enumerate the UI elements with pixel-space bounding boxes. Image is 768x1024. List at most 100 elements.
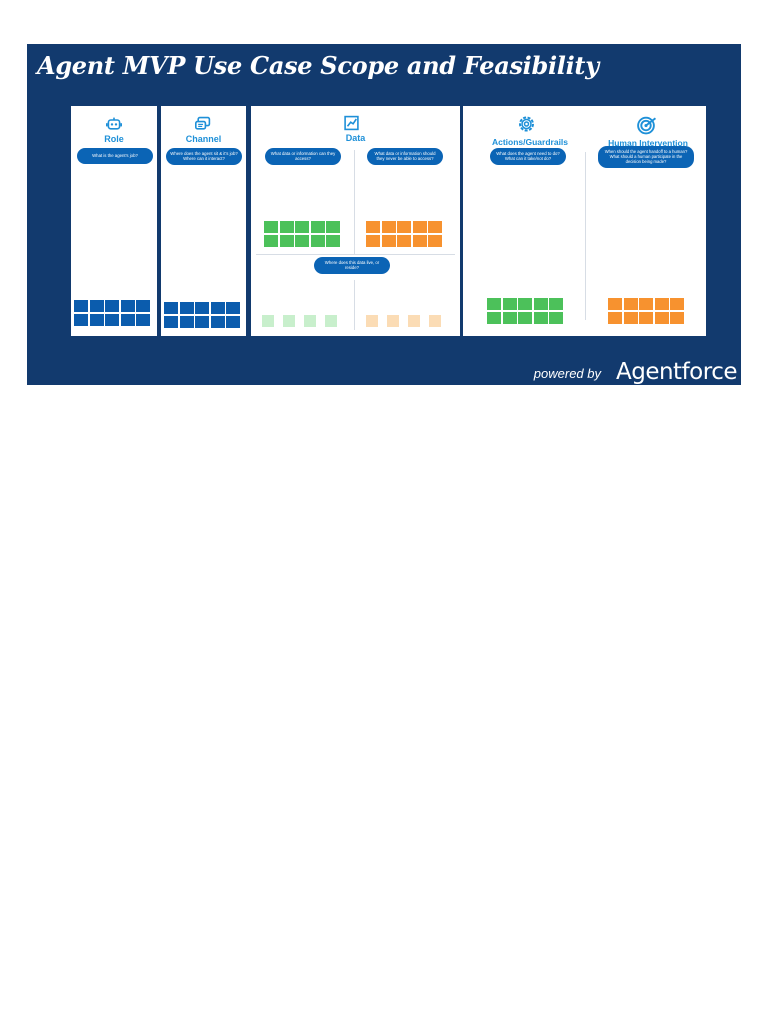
sticky-note[interactable] <box>429 315 441 327</box>
sticky-note[interactable] <box>639 298 653 310</box>
sticky-note[interactable] <box>262 315 274 327</box>
channel-panel: Channel Where does the agent sit & it's … <box>161 106 246 336</box>
sticky-note[interactable] <box>654 311 669 324</box>
human-orange-notes <box>608 298 684 324</box>
sticky-note[interactable] <box>105 300 119 312</box>
data-question-left: What data or information can they access… <box>265 148 341 165</box>
sticky-note[interactable] <box>381 234 396 247</box>
role-heading: Role <box>104 134 124 144</box>
sticky-note[interactable] <box>366 315 378 327</box>
sticky-note[interactable] <box>283 315 295 327</box>
sticky-note[interactable] <box>310 221 325 233</box>
slide: Agent MVP Use Case Scope and Feasibility… <box>27 44 741 385</box>
sticky-note[interactable] <box>397 221 411 233</box>
sticky-note[interactable] <box>487 311 501 324</box>
sticky-note[interactable] <box>74 313 88 326</box>
data-panel: Data What data or information can they a… <box>251 106 460 336</box>
sticky-note[interactable] <box>381 221 396 233</box>
sticky-note[interactable] <box>387 315 399 327</box>
channel-heading: Channel <box>185 134 222 144</box>
sticky-note[interactable] <box>654 298 669 310</box>
sticky-note[interactable] <box>623 298 638 310</box>
role-question: What is the agent's job? <box>77 148 153 164</box>
sticky-note[interactable] <box>295 234 309 247</box>
actions-human-panel: Actions/Guardrails What does the agent n… <box>463 106 706 336</box>
role-notes <box>74 300 150 326</box>
sticky-note[interactable] <box>533 298 548 310</box>
sticky-note[interactable] <box>120 300 135 312</box>
data-heading: Data <box>345 133 366 143</box>
channel-question: Where does the agent sit & it's job? Whe… <box>166 148 242 165</box>
sticky-note[interactable] <box>518 298 532 310</box>
sticky-note[interactable] <box>518 311 532 324</box>
chart-icon <box>344 115 359 131</box>
sticky-note[interactable] <box>639 311 653 324</box>
divider <box>354 150 355 254</box>
sticky-note[interactable] <box>366 234 380 247</box>
sticky-note[interactable] <box>195 302 209 314</box>
sticky-note[interactable] <box>502 298 517 310</box>
sticky-note[interactable] <box>487 298 501 310</box>
actions-question: What does the agent need to do? What can… <box>490 148 566 165</box>
sticky-note[interactable] <box>670 298 684 310</box>
sticky-note[interactable] <box>304 315 316 327</box>
channel-notes <box>164 302 240 328</box>
sticky-note[interactable] <box>670 311 684 324</box>
human-question: When should the agent handoff to a human… <box>598 146 694 168</box>
sticky-note[interactable] <box>295 221 309 233</box>
sticky-note[interactable] <box>326 234 340 247</box>
data-light-green-notes <box>262 315 337 327</box>
sticky-note[interactable] <box>120 313 135 326</box>
data-light-orange-notes <box>366 315 441 327</box>
target-icon <box>637 116 657 135</box>
sticky-note[interactable] <box>502 311 517 324</box>
sticky-note[interactable] <box>136 313 150 326</box>
sticky-note[interactable] <box>408 315 420 327</box>
sticky-note[interactable] <box>226 302 240 314</box>
sticky-note[interactable] <box>412 234 427 247</box>
data-question-right: What data or information should they nev… <box>367 148 443 165</box>
sticky-note[interactable] <box>195 315 209 328</box>
sticky-note[interactable] <box>326 221 340 233</box>
sticky-note[interactable] <box>264 221 278 233</box>
divider <box>256 254 455 255</box>
sticky-note[interactable] <box>210 315 225 328</box>
sticky-note[interactable] <box>412 221 427 233</box>
gear-icon <box>519 116 534 132</box>
sticky-note[interactable] <box>549 298 563 310</box>
sticky-note[interactable] <box>210 302 225 314</box>
role-panel: Role What is the agent's job? <box>71 106 157 336</box>
sticky-note[interactable] <box>428 221 442 233</box>
sticky-note[interactable] <box>623 311 638 324</box>
sticky-note[interactable] <box>608 298 622 310</box>
sticky-note[interactable] <box>310 234 325 247</box>
sticky-note[interactable] <box>366 221 380 233</box>
data-green-notes <box>264 221 340 247</box>
sticky-note[interactable] <box>89 300 104 312</box>
human-heading: Human Intervention <box>608 138 688 148</box>
sticky-note[interactable] <box>74 300 88 312</box>
data-question-middle: Where does this data live, or reside? <box>314 257 390 274</box>
sticky-note[interactable] <box>226 315 240 328</box>
sticky-note[interactable] <box>179 302 194 314</box>
sticky-note[interactable] <box>89 313 104 326</box>
sticky-note[interactable] <box>179 315 194 328</box>
sticky-note[interactable] <box>164 302 178 314</box>
sticky-note[interactable] <box>136 300 150 312</box>
sticky-note[interactable] <box>164 315 178 328</box>
divider <box>354 280 355 330</box>
sticky-note[interactable] <box>549 311 563 324</box>
robot-icon <box>106 117 122 130</box>
sticky-note[interactable] <box>279 221 294 233</box>
slide-title: Agent MVP Use Case Scope and Feasibility <box>37 51 599 80</box>
sticky-note[interactable] <box>428 234 442 247</box>
actions-green-notes <box>487 298 563 324</box>
sticky-note[interactable] <box>533 311 548 324</box>
sticky-note[interactable] <box>279 234 294 247</box>
sticky-note[interactable] <box>325 315 337 327</box>
agentforce-logo: Agentforce <box>616 359 738 385</box>
sticky-note[interactable] <box>105 313 119 326</box>
sticky-note[interactable] <box>608 311 622 324</box>
sticky-note[interactable] <box>397 234 411 247</box>
sticky-note[interactable] <box>264 234 278 247</box>
